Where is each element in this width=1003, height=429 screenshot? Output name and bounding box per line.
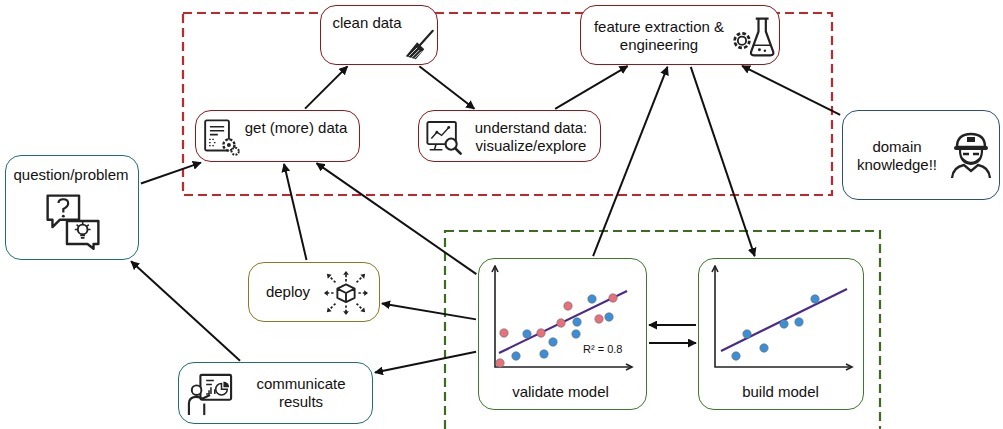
flask-gear-icon xyxy=(731,15,775,59)
explore-icon xyxy=(425,118,463,156)
node-label: get (more) data xyxy=(244,119,348,137)
input-box: domain knowledge!! xyxy=(842,110,1000,200)
presenter-icon xyxy=(187,371,233,417)
node-label: validate model xyxy=(483,383,638,401)
node-label: question/problem xyxy=(9,166,133,184)
flow-arrow xyxy=(382,303,476,319)
process-box: deploy xyxy=(248,262,380,322)
output-box: communicate results xyxy=(178,362,373,424)
model-region xyxy=(445,231,880,429)
data-document-icon xyxy=(202,118,240,156)
validation-plot xyxy=(489,265,634,373)
flow-arrow xyxy=(691,67,755,256)
question-icon xyxy=(44,192,102,250)
model-plot xyxy=(709,265,854,373)
node-label: communicate results xyxy=(239,375,363,411)
broom-icon xyxy=(403,28,437,62)
flow-arrow xyxy=(131,261,240,360)
flow-arrow xyxy=(317,163,477,274)
expert-icon xyxy=(947,131,995,179)
flow-arrow xyxy=(419,66,474,109)
fit-label: R² = 0.8 xyxy=(583,342,641,356)
flow-arrow xyxy=(649,324,696,326)
data-region xyxy=(183,13,832,195)
flow-arrow xyxy=(742,66,840,115)
process-box: feature extraction & engineering xyxy=(580,5,780,65)
node-label: feature extraction & engineering xyxy=(587,18,731,54)
flow-arrow xyxy=(375,352,476,373)
flow-arrow xyxy=(593,67,667,256)
model-box: R² = 0.8 validate model xyxy=(478,258,647,410)
flow-arrow xyxy=(141,163,201,184)
start-box: question/problem xyxy=(5,155,139,260)
node-label: deploy xyxy=(257,283,319,301)
process-box: get (more) data xyxy=(195,110,360,162)
node-label: build model xyxy=(703,383,858,401)
process-box: understand data: visualize/explore xyxy=(418,110,601,162)
node-label: understand data: visualize/explore xyxy=(467,119,595,155)
flow-arrow xyxy=(555,66,628,109)
flow-arrow xyxy=(305,66,347,108)
deploy-icon xyxy=(323,270,369,316)
flow-arrow xyxy=(649,342,696,344)
node-label: clean data xyxy=(327,14,407,32)
node-label: domain knowledge!! xyxy=(849,138,945,174)
process-box: clean data xyxy=(320,5,438,65)
model-box: build model xyxy=(698,258,864,410)
flow-arrow xyxy=(284,164,306,260)
